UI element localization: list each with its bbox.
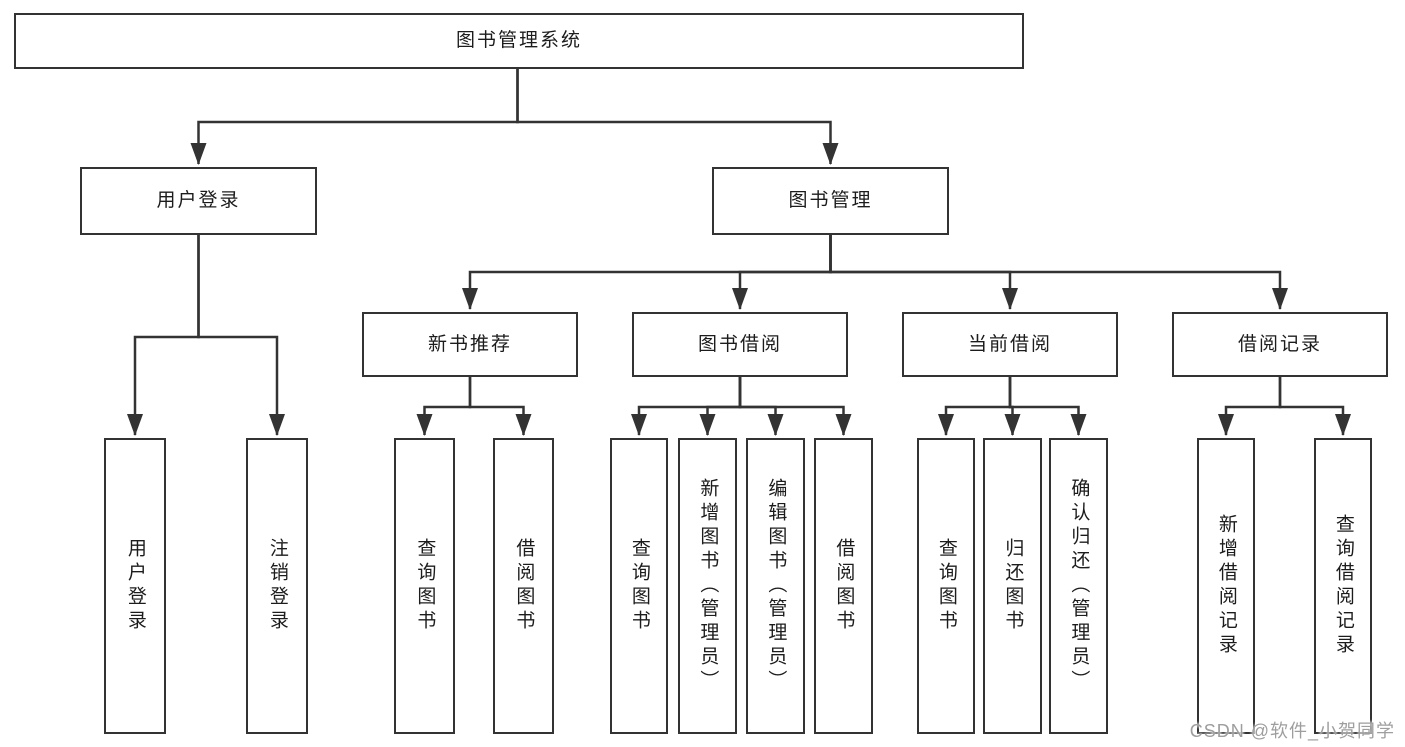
node-new-book-recommend: 新书推荐 [362, 312, 578, 377]
node-root: 图书管理系统 [14, 13, 1024, 69]
node-current-borrow: 当前借阅 [902, 312, 1118, 377]
leaf-current-return-books: 归还图书 [983, 438, 1042, 734]
leaf-borrow-borrow-books: 借阅图书 [814, 438, 873, 734]
leaf-newbook-borrow-books: 借阅图书 [493, 438, 554, 734]
node-user-login: 用户登录 [80, 167, 317, 235]
leaf-user-login: 用户登录 [104, 438, 166, 734]
leaf-borrow-query-books: 查询图书 [610, 438, 668, 734]
leaf-records-add-record: 新增借阅记录 [1197, 438, 1255, 734]
leaf-borrow-edit-books: 编辑图书（管理员） [746, 438, 805, 734]
leaf-records-query-record: 查询借阅记录 [1314, 438, 1372, 734]
node-book-borrow: 图书借阅 [632, 312, 848, 377]
leaf-borrow-add-books: 新增图书（管理员） [678, 438, 737, 734]
csdn-watermark: CSDN @软件_小贺同学 [1189, 721, 1395, 741]
leaf-current-confirm-return: 确认归还（管理员） [1049, 438, 1108, 734]
leaf-current-query-books: 查询图书 [917, 438, 975, 734]
leaf-newbook-query-books: 查询图书 [394, 438, 455, 734]
node-book-management: 图书管理 [712, 167, 949, 235]
leaf-logout: 注销登录 [246, 438, 308, 734]
node-borrow-records: 借阅记录 [1172, 312, 1388, 377]
